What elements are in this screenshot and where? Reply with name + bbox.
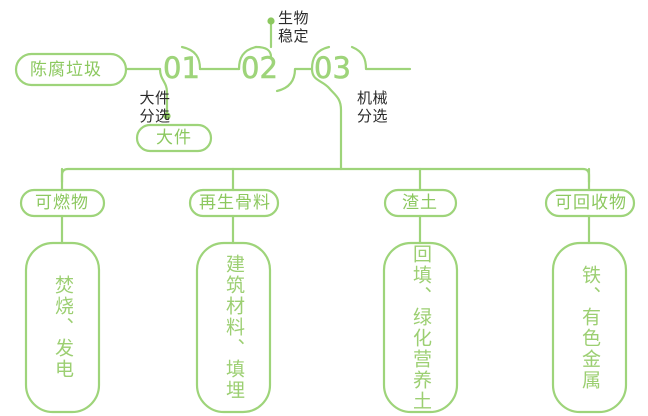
stage-number-03[interactable]: 03 bbox=[314, 51, 352, 85]
detail-box-shape-3 bbox=[382, 241, 459, 414]
detail-text-2-col2: 填埋 bbox=[223, 359, 245, 401]
detail-text-4: 铁、 有色金属 bbox=[553, 243, 626, 412]
stage-label-02: 生物 稳定 bbox=[278, 9, 310, 45]
detail-text-3-col2: 绿化营养土 bbox=[410, 306, 432, 412]
output-pill-label-4[interactable]: 可回收物 bbox=[555, 193, 627, 213]
bulky-pill-label[interactable]: 大件 bbox=[156, 128, 192, 148]
arc-01-bottom bbox=[148, 69, 160, 91]
dot-icon-bulky bbox=[163, 112, 171, 120]
detail-text-3: 回填、 绿化营养土 bbox=[384, 243, 457, 412]
detail-text-3-col1: 回填、 bbox=[410, 243, 432, 307]
connector-03-right-tail bbox=[350, 45, 412, 71]
detail-text-4-col1: 铁、 bbox=[579, 264, 601, 307]
arc-02-bottomright bbox=[275, 67, 314, 93]
output-pill-label-3[interactable]: 渣土 bbox=[402, 193, 438, 213]
detail-box-shape-4 bbox=[551, 241, 628, 414]
arc-02-topleft bbox=[237, 45, 258, 71]
detail-text-2-col1: 建筑材料、 bbox=[223, 254, 245, 359]
output-pill-label-2[interactable]: 再生骨料 bbox=[199, 193, 271, 213]
arc-02-topcurve bbox=[254, 45, 273, 59]
stage-label-03: 机械 分选 bbox=[357, 89, 389, 125]
connector-03-to-bus bbox=[310, 67, 343, 171]
output-pill-label-1[interactable]: 可燃物 bbox=[35, 193, 89, 213]
arc-03-topleft bbox=[310, 45, 331, 71]
distribution-bus bbox=[60, 167, 591, 184]
detail-box-shape-2 bbox=[195, 241, 272, 414]
arc-01-top bbox=[180, 45, 202, 71]
detail-text-4-col2: 有色金属 bbox=[579, 306, 601, 391]
detail-text-1-col1: 焚烧、 bbox=[52, 275, 74, 338]
connector-01-to-bulky bbox=[158, 67, 169, 115]
detail-text-1-col2: 发电 bbox=[52, 338, 74, 380]
stage-number-01[interactable]: 01 bbox=[163, 51, 201, 85]
bulky-pill-shape bbox=[135, 123, 213, 153]
source-pill-label[interactable]: 陈腐垃圾 bbox=[30, 60, 102, 80]
dot-icon-bio bbox=[267, 17, 275, 25]
detail-text-2: 建筑材料、 填埋 bbox=[197, 243, 270, 412]
detail-box-shape-1 bbox=[24, 241, 101, 414]
stage-number-02[interactable]: 02 bbox=[241, 51, 279, 85]
stage-label-01: 大件 分选 bbox=[139, 89, 171, 125]
detail-text-1: 焚烧、 发电 bbox=[26, 243, 99, 412]
